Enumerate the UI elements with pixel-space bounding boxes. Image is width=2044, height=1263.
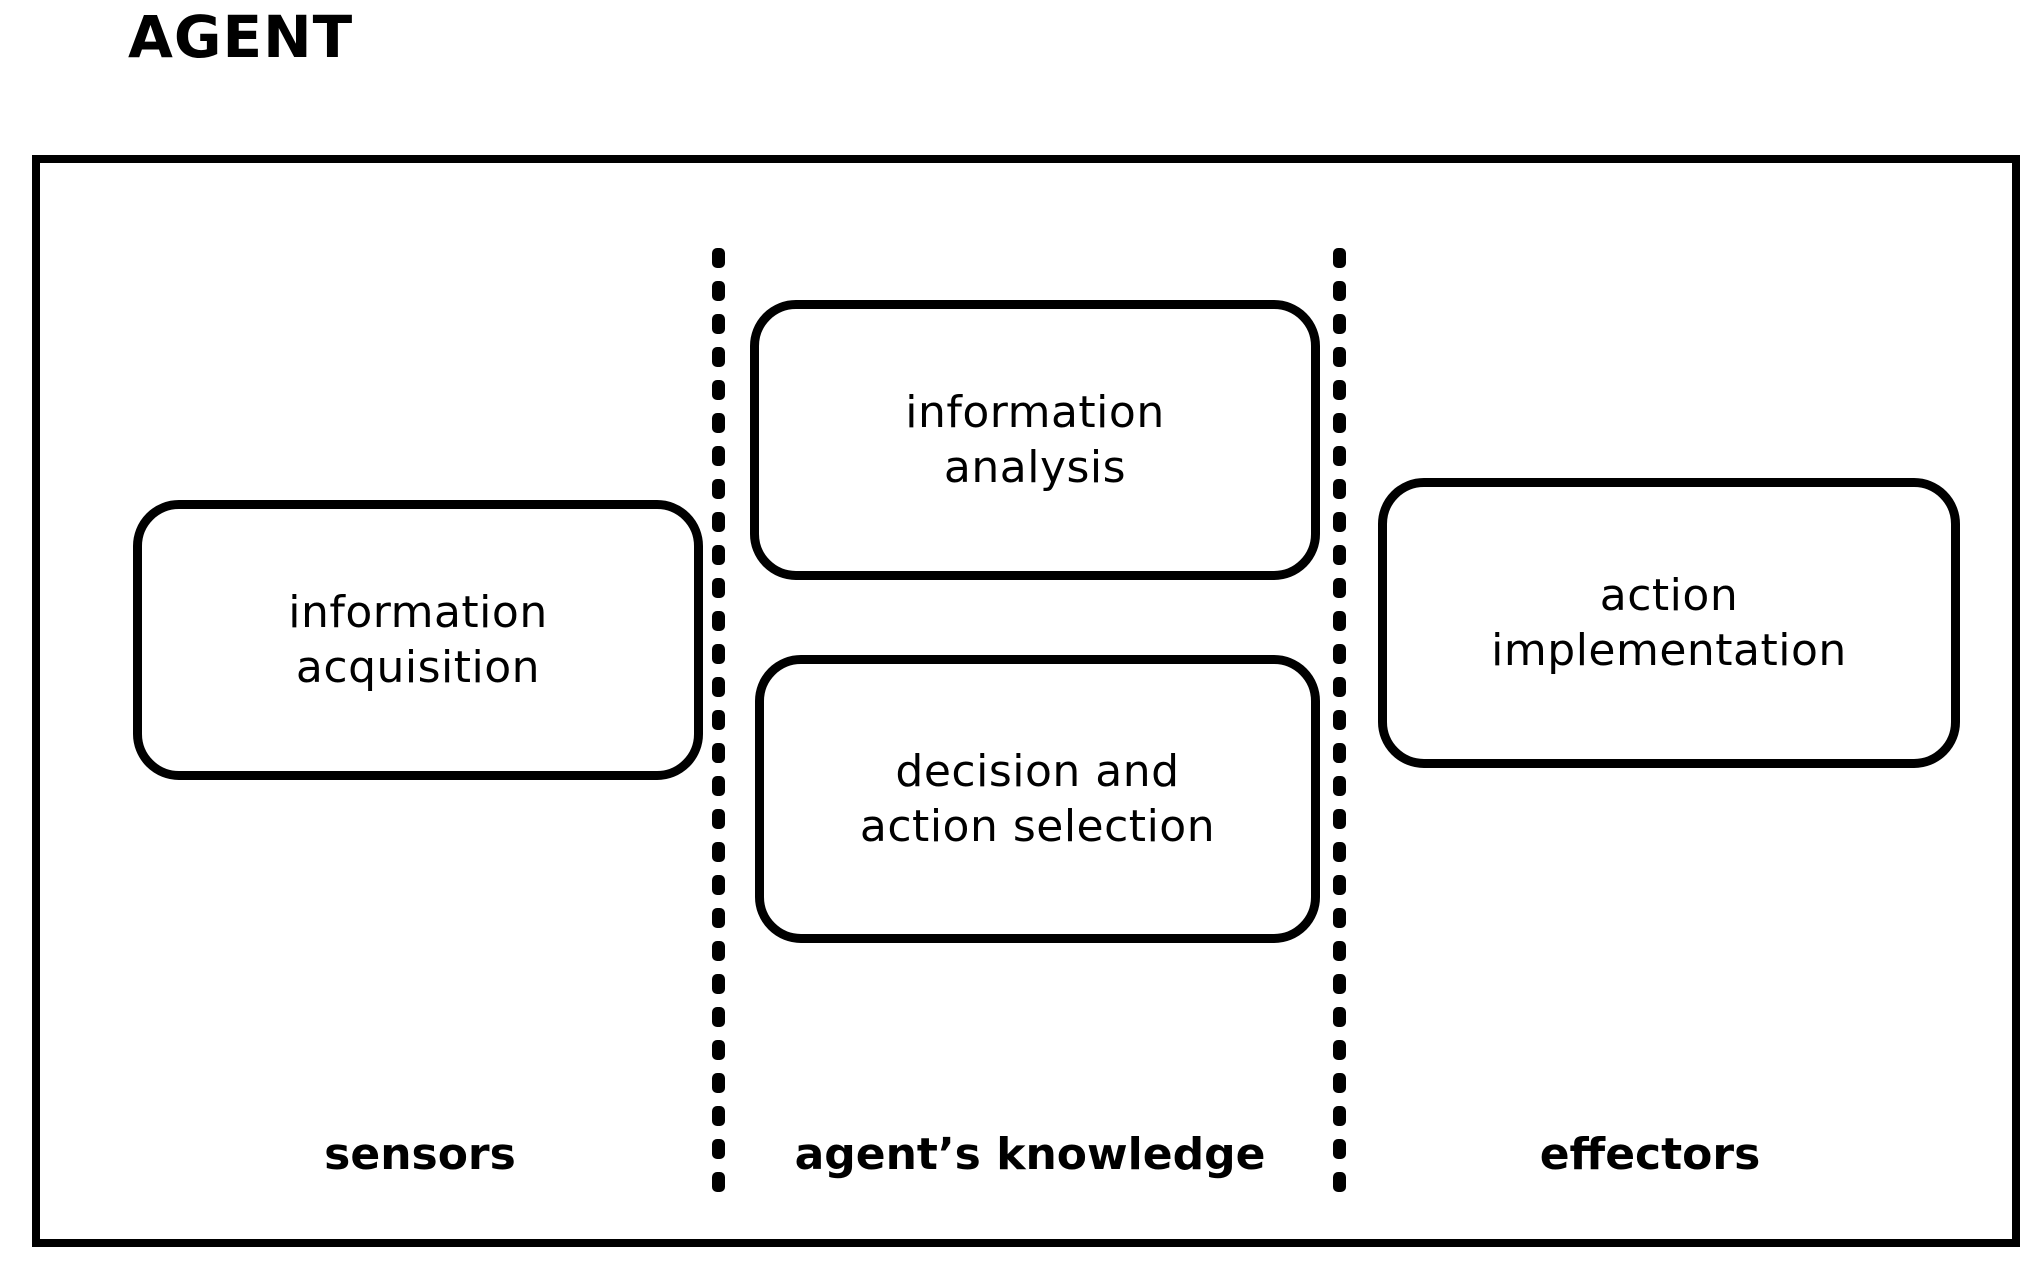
divider-dot bbox=[712, 908, 725, 928]
divider-dot bbox=[1333, 545, 1346, 565]
divider-dot bbox=[712, 314, 725, 334]
divider-dot bbox=[712, 1139, 725, 1159]
divider-dot bbox=[1333, 281, 1346, 301]
divider-dot bbox=[712, 1106, 725, 1126]
divider-dot bbox=[1333, 413, 1346, 433]
divider-dot bbox=[1333, 776, 1346, 796]
divider-dot bbox=[1333, 1007, 1346, 1027]
divider-dot bbox=[1333, 314, 1346, 334]
box-decision-and-action-selection[interactable]: decision and action selection bbox=[755, 655, 1320, 943]
divider-dot bbox=[1333, 809, 1346, 829]
divider-dot bbox=[712, 248, 725, 268]
divider-dot bbox=[712, 1040, 725, 1060]
divider-dot bbox=[1333, 677, 1346, 697]
box-action-implementation[interactable]: action implementation bbox=[1378, 478, 1960, 768]
box-action-implementation-label: action implementation bbox=[1491, 569, 1847, 676]
divider-dot bbox=[712, 1172, 725, 1192]
divider-dot bbox=[1333, 611, 1346, 631]
divider-dot bbox=[712, 677, 725, 697]
divider-dot bbox=[712, 644, 725, 664]
sensors-knowledge-divider bbox=[712, 248, 725, 1192]
divider-dot bbox=[712, 479, 725, 499]
section-label-effectors: effectors bbox=[1539, 1129, 1761, 1180]
divider-dot bbox=[712, 611, 725, 631]
divider-dot bbox=[1333, 578, 1346, 598]
divider-dot bbox=[1333, 347, 1346, 367]
divider-dot bbox=[1333, 974, 1346, 994]
divider-dot bbox=[1333, 512, 1346, 532]
divider-dot bbox=[712, 974, 725, 994]
divider-dot bbox=[1333, 479, 1346, 499]
divider-dot bbox=[1333, 743, 1346, 763]
divider-dot bbox=[1333, 1073, 1346, 1093]
divider-dot bbox=[1333, 842, 1346, 862]
divider-dot bbox=[712, 281, 725, 301]
divider-dot bbox=[712, 875, 725, 895]
box-information-analysis-label: information analysis bbox=[905, 386, 1165, 493]
divider-dot bbox=[712, 347, 725, 367]
divider-dot bbox=[1333, 446, 1346, 466]
divider-dot bbox=[1333, 380, 1346, 400]
divider-dot bbox=[712, 1007, 725, 1027]
box-information-acquisition-label: information acquisition bbox=[288, 586, 548, 693]
divider-dot bbox=[712, 413, 725, 433]
divider-dot bbox=[1333, 875, 1346, 895]
section-label-agents-knowledge: agent’s knowledge bbox=[794, 1129, 1266, 1180]
box-decision-and-action-selection-label: decision and action selection bbox=[859, 745, 1216, 852]
divider-dot bbox=[712, 809, 725, 829]
box-information-analysis[interactable]: information analysis bbox=[750, 300, 1320, 580]
box-information-acquisition[interactable]: information acquisition bbox=[133, 500, 703, 780]
page-title: AGENT bbox=[128, 3, 354, 71]
divider-dot bbox=[712, 941, 725, 961]
divider-dot bbox=[1333, 248, 1346, 268]
divider-dot bbox=[1333, 1139, 1346, 1159]
divider-dot bbox=[1333, 1172, 1346, 1192]
divider-dot bbox=[1333, 908, 1346, 928]
divider-dot bbox=[712, 578, 725, 598]
divider-dot bbox=[712, 512, 725, 532]
divider-dot bbox=[712, 710, 725, 730]
divider-dot bbox=[712, 446, 725, 466]
section-label-sensors: sensors bbox=[324, 1129, 516, 1180]
divider-dot bbox=[1333, 1106, 1346, 1126]
divider-dot bbox=[712, 545, 725, 565]
divider-dot bbox=[712, 1073, 725, 1093]
divider-dot bbox=[1333, 710, 1346, 730]
divider-dot bbox=[712, 743, 725, 763]
divider-dot bbox=[712, 776, 725, 796]
divider-dot bbox=[1333, 1040, 1346, 1060]
divider-dot bbox=[712, 842, 725, 862]
divider-dot bbox=[1333, 644, 1346, 664]
divider-dot bbox=[1333, 941, 1346, 961]
knowledge-effectors-divider bbox=[1333, 248, 1346, 1192]
divider-dot bbox=[712, 380, 725, 400]
